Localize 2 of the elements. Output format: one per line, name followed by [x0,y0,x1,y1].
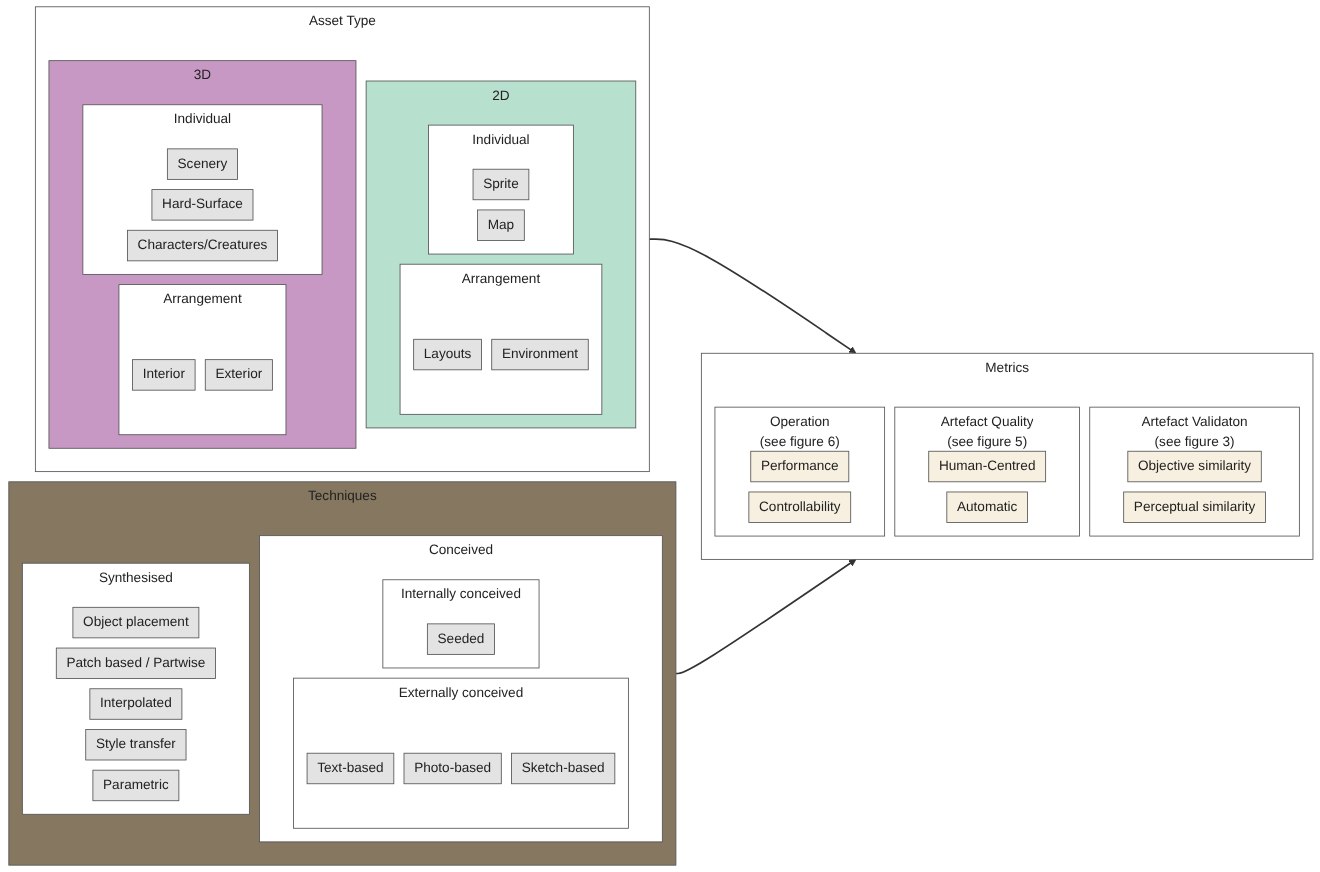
arrow [674,559,856,675]
arrow [647,238,856,354]
